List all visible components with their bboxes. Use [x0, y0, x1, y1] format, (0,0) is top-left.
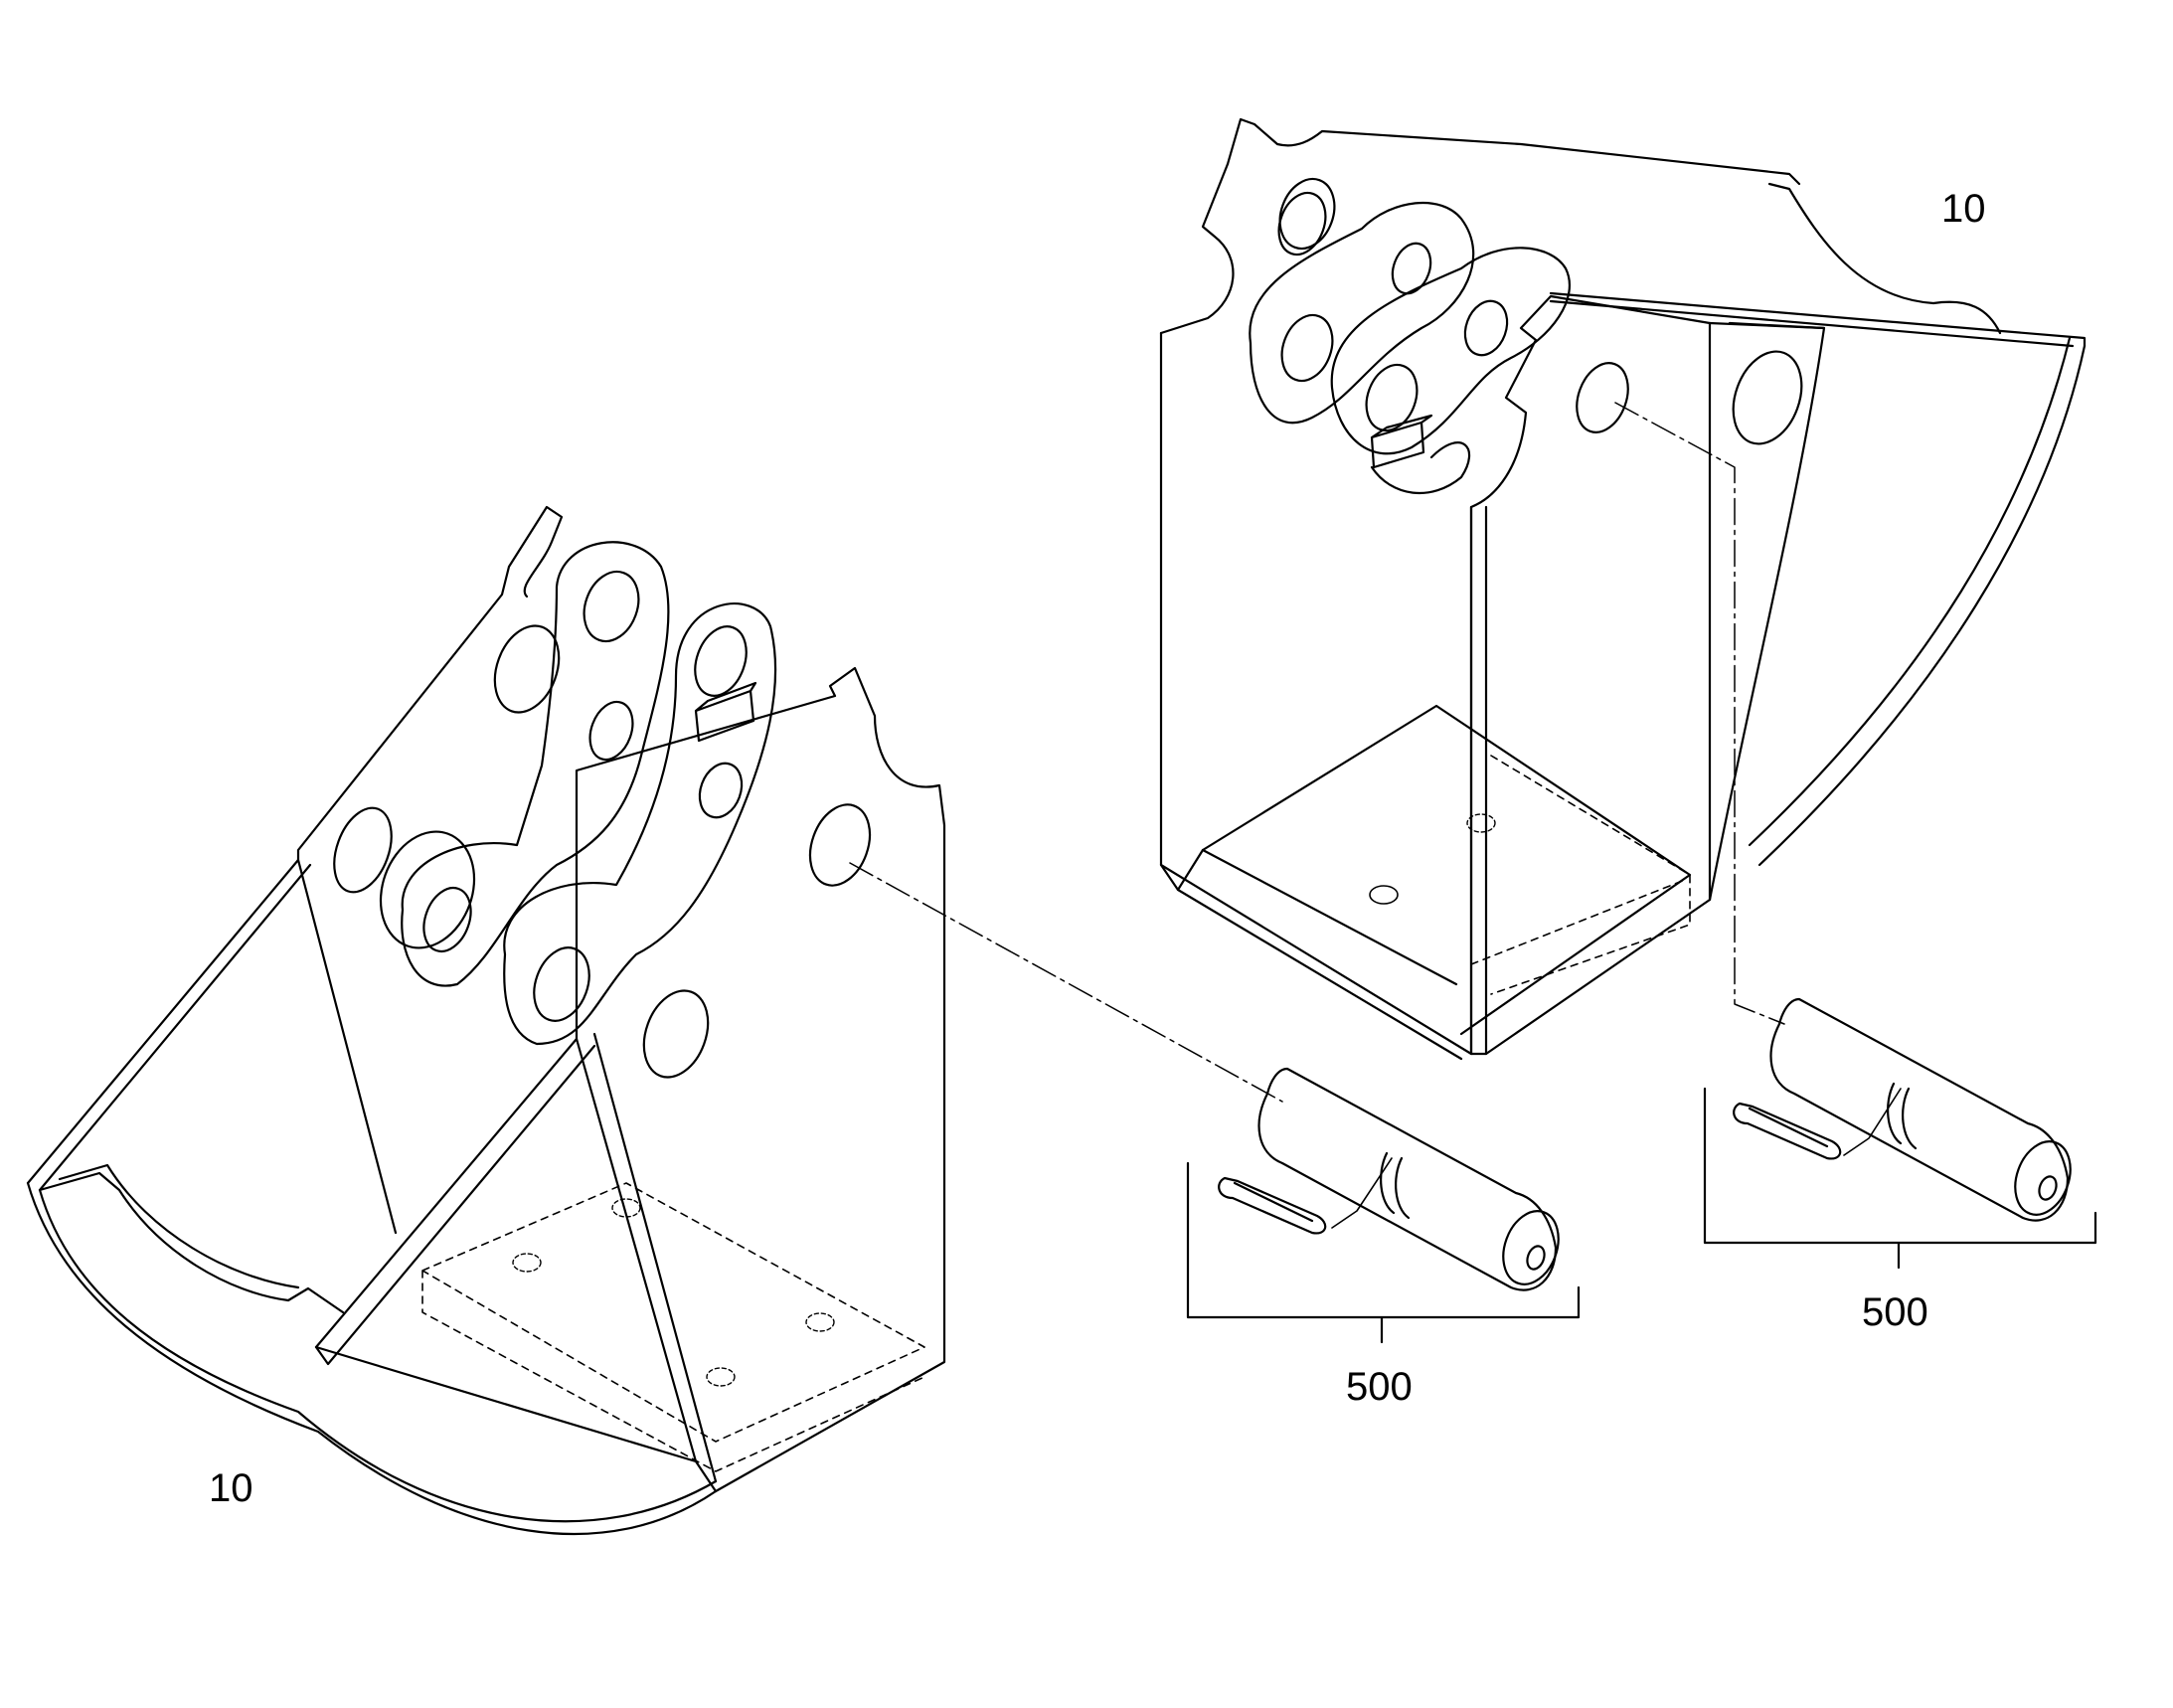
bucket-left-shell	[40, 1190, 716, 1521]
pin-right-body	[1771, 999, 2068, 1221]
bucket-left-link-lug-2	[504, 603, 775, 1044]
pin-assembly-left	[1188, 1069, 1579, 1342]
pin-right-cotter	[1734, 1104, 1840, 1158]
axis-line-left	[850, 863, 1282, 1102]
label-pin-assembly-right: 500	[1862, 1290, 1928, 1334]
pin-left-bracket	[1188, 1163, 1579, 1342]
pin-left-body	[1259, 1069, 1556, 1290]
pin-left-cotter	[1219, 1178, 1325, 1233]
bucket-right-key-block	[1372, 416, 1431, 467]
bucket-right-pin-hole	[1568, 356, 1637, 439]
label-bucket-left: 10	[209, 1466, 253, 1510]
bucket-left-pin-hole	[799, 796, 880, 894]
bucket-left-side-plate	[28, 507, 562, 1183]
label-pin-assembly-left: 500	[1346, 1365, 1413, 1409]
bucket-right-side-plate	[1471, 296, 1710, 1054]
bucket-right-link-lug-2	[1332, 248, 1570, 453]
bucket-left-key-block	[696, 683, 755, 741]
bucket-left-link-lug-1	[402, 542, 668, 985]
axis-line-right	[1615, 403, 1784, 1024]
pin-right-bracket	[1705, 1089, 2095, 1268]
pin-assembly-right	[1705, 999, 2095, 1268]
bucket-right-back-plate	[1228, 119, 1799, 184]
bucket-right-shell	[1759, 346, 2085, 865]
bucket-right	[1161, 119, 2085, 1059]
bucket-left	[28, 507, 944, 1534]
bucket-right-floor-outline	[1471, 756, 1690, 994]
bucket-left-floor-outline	[422, 1183, 924, 1471]
label-bucket-right: 10	[1941, 187, 1986, 231]
bucket-right-link-lug-1	[1250, 203, 1473, 423]
bucket-left-right-plate	[316, 668, 944, 1491]
